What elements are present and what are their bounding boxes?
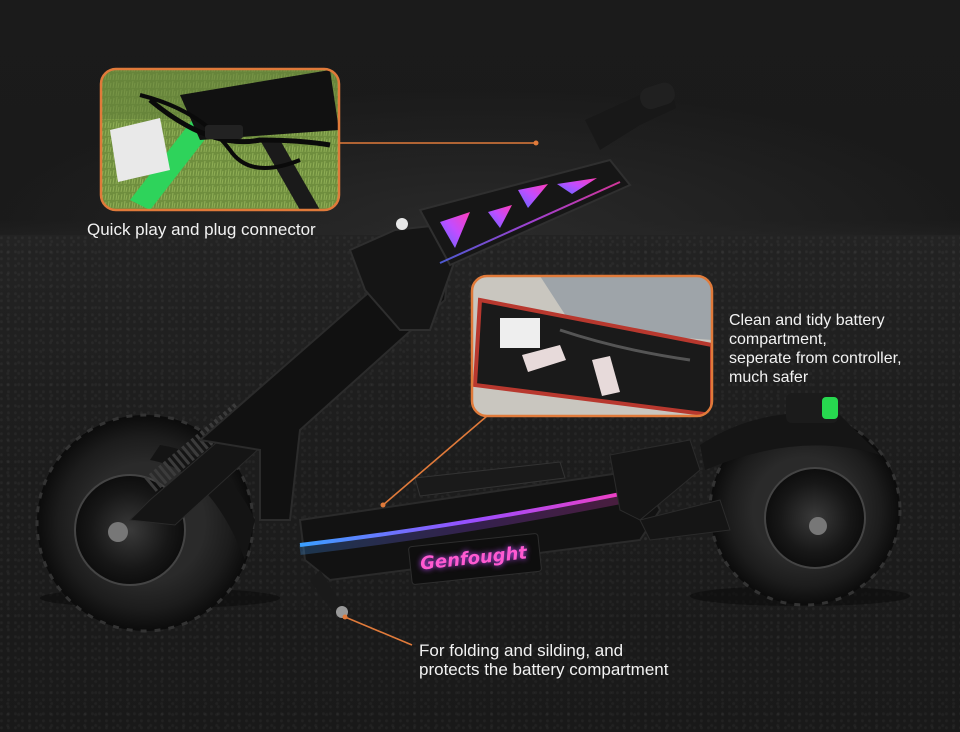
deck-clamp bbox=[414, 461, 566, 497]
foam-pad bbox=[500, 318, 540, 348]
rear-swingarm bbox=[609, 439, 701, 521]
battery-photo bbox=[470, 274, 714, 418]
plug-connector bbox=[205, 125, 243, 139]
connector-caption: Quick play and plug connector bbox=[87, 220, 316, 239]
battery-caption-line-2: compartment, bbox=[729, 331, 827, 348]
deck bbox=[298, 439, 731, 618]
paper-tag bbox=[110, 118, 170, 182]
battery-caption-line-1: Clean and tidy battery bbox=[729, 312, 885, 329]
rear-wheel bbox=[700, 393, 902, 607]
folding-stand bbox=[310, 570, 345, 615]
connector-photo bbox=[99, 67, 341, 212]
folding-leader-line bbox=[344, 616, 413, 646]
battery-leader-line bbox=[382, 415, 488, 506]
folding-caption-line-2: protects the battery compartment bbox=[419, 660, 669, 679]
front-axle-nut bbox=[108, 522, 128, 542]
brand-plate bbox=[408, 533, 542, 585]
connector-point bbox=[396, 218, 408, 230]
battery-caption-line-3: seperate from controller, bbox=[729, 350, 902, 367]
green-frame-strip bbox=[130, 110, 220, 210]
rear-axle-nut bbox=[809, 517, 827, 535]
rear-fender bbox=[700, 413, 880, 470]
battery-caption: Clean and tidy battery compartment, sepe… bbox=[729, 311, 902, 387]
upper-stem bbox=[418, 158, 632, 267]
battery-caption-line-4: much safer bbox=[729, 369, 809, 386]
handle-grip bbox=[640, 82, 675, 110]
steering-column bbox=[197, 82, 676, 521]
folding-caption: For folding and silding, and protects th… bbox=[419, 641, 668, 679]
tail-light bbox=[822, 397, 838, 419]
folding-caption-line-1: For folding and silding, and bbox=[419, 641, 624, 660]
